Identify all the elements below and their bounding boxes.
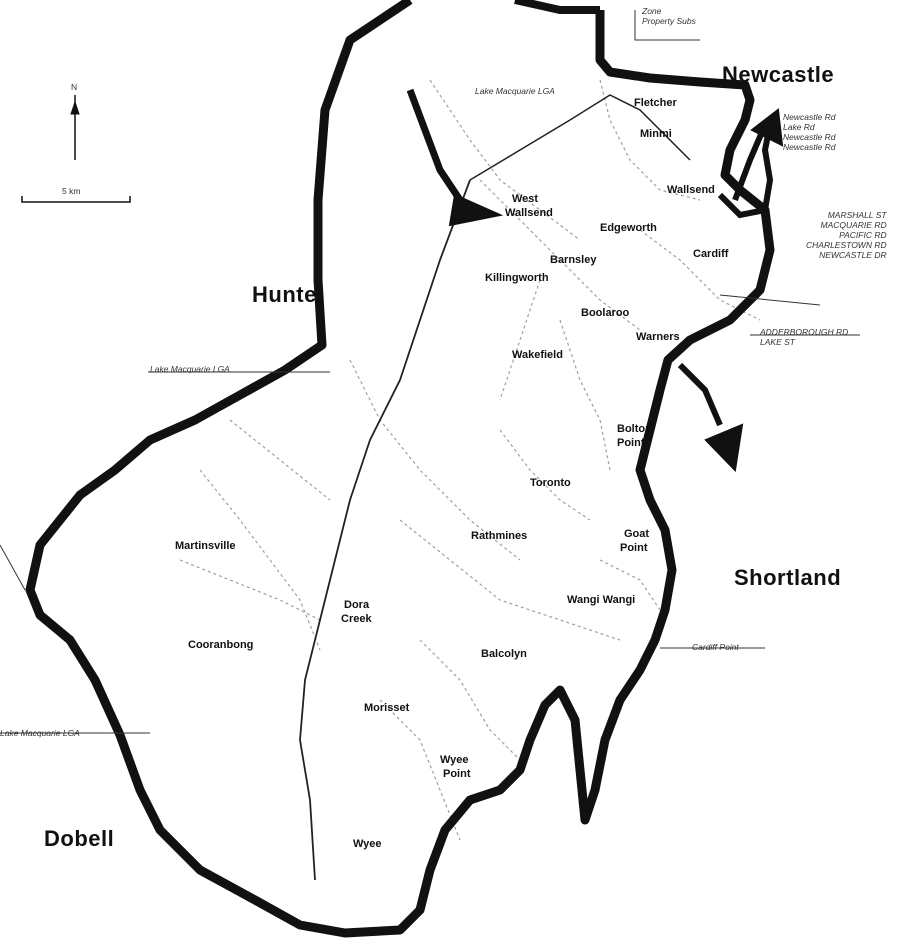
suburb-dora: Dora	[344, 599, 370, 611]
suburb-dora-creek: Creek	[341, 613, 372, 625]
north-label: N	[71, 82, 78, 92]
note-ne-roads: Newcastle Rd Lake Rd Newcastle Rd Newcas…	[783, 112, 836, 152]
note-east-roads: MARSHALL ST MACQUARIE RD PACIFIC RD CHAR…	[806, 210, 887, 260]
suburb-martinsville: Martinsville	[175, 540, 236, 552]
suburb-edgeworth: Edgeworth	[600, 222, 657, 234]
label-newcastle: Newcastle	[722, 62, 835, 87]
note-lga-top: Lake Macquarie LGA	[475, 86, 555, 96]
suburb-wangi-wangi: Wangi Wangi	[567, 594, 636, 606]
suburb-west: West	[512, 193, 539, 205]
ne-protrusion	[717, 124, 774, 219]
note-lga-left: Lake Macquarie LGA	[150, 364, 230, 374]
suburb-wyee-point: Wyee	[440, 754, 469, 766]
north-arrow	[70, 95, 80, 160]
railway-line-north	[469, 94, 691, 181]
suburb-goat-point: Point	[620, 542, 648, 554]
note-lga-bottom: Lake Macquarie LGA	[0, 728, 80, 738]
suburb-cooranbong: Cooranbong	[188, 639, 254, 651]
label-shortland: Shortland	[734, 565, 842, 590]
note-shortland-box: Cardiff Point	[692, 642, 739, 652]
leader-lines	[0, 10, 860, 734]
suburb-boolaroo: Boolaroo	[581, 307, 630, 319]
note-warners-box: ADDERBOROUGH RD LAKE ST	[760, 327, 849, 347]
road-network	[179, 79, 761, 841]
suburb-killingworth: Killingworth	[485, 272, 549, 284]
suburb-bolton: Bolton	[617, 423, 652, 435]
suburb-rathmines: Rathmines	[471, 530, 528, 542]
scale-bar	[21, 196, 131, 203]
suburb-minmi: Minmi	[640, 128, 672, 140]
arrows	[406, 88, 784, 473]
suburb-morisset: Morisset	[364, 702, 410, 714]
suburb-toronto: Toronto	[530, 477, 571, 489]
suburb-wyee-point-2: Point	[443, 768, 471, 780]
suburb-west-wallsend: Wallsend	[505, 207, 553, 219]
note-top: Zone Property Subs	[642, 6, 696, 26]
suburb-warners: Warners	[636, 331, 680, 343]
scale-label: 5 km	[62, 186, 81, 196]
railway-line	[299, 179, 471, 881]
suburb-wyee: Wyee	[353, 838, 382, 850]
suburb-bolton-point: Point	[617, 437, 645, 449]
suburb-fletcher: Fletcher	[634, 97, 677, 109]
label-hunter: Hunte	[252, 282, 317, 307]
suburb-wakefield: Wakefield	[512, 349, 563, 361]
label-dobell: Dobell	[44, 826, 115, 851]
suburb-barnsley: Barnsley	[550, 254, 597, 266]
suburb-cardiff: Cardiff	[693, 248, 729, 260]
suburb-goat: Goat	[624, 528, 650, 540]
suburb-wallsend: Wallsend	[667, 184, 715, 196]
suburb-balcolyn: Balcolyn	[481, 648, 527, 660]
lga-boundary-top	[514, 0, 600, 14]
